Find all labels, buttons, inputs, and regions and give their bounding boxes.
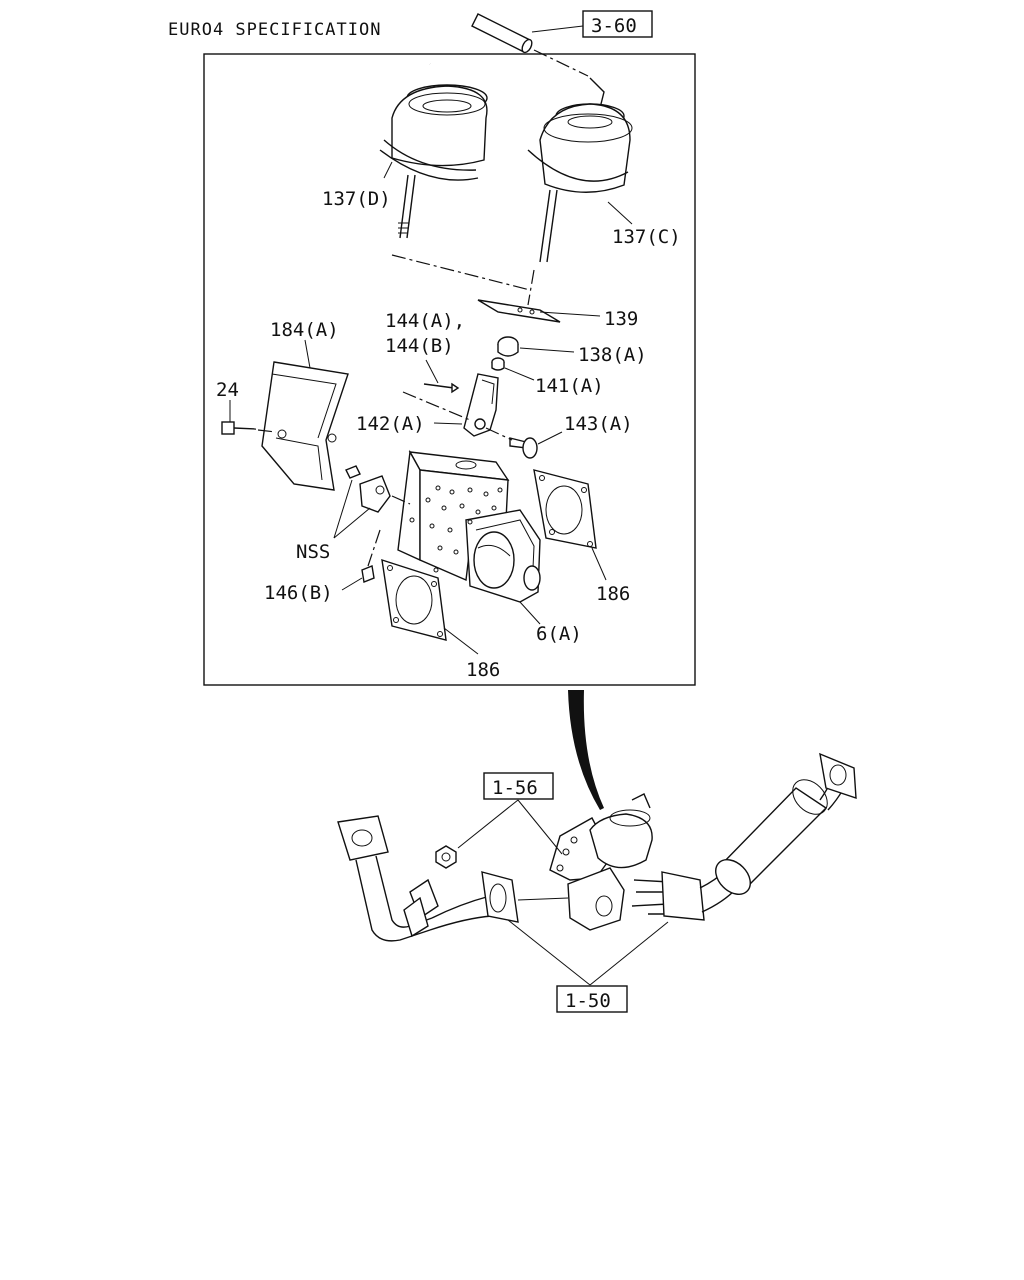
svg-text:3-60: 3-60	[591, 15, 637, 37]
label-141a: 141(A)	[535, 375, 604, 397]
gasket-186-right	[533, 469, 597, 549]
label-186-left: 186	[466, 659, 500, 681]
inset-frame	[203, 53, 696, 686]
svg-text:1-50: 1-50	[565, 990, 611, 1012]
exhaust-assembly	[337, 752, 857, 942]
nss-parts	[345, 465, 391, 513]
nut-141a	[491, 357, 505, 371]
nut-138a	[497, 336, 519, 357]
label-138a: 138(A)	[578, 344, 647, 366]
bolt-24	[221, 421, 257, 435]
lever-142a	[463, 373, 499, 437]
actuator-137c	[527, 77, 633, 263]
label-146b: 146(B)	[264, 582, 333, 604]
heat-shield-184a	[261, 361, 349, 491]
ref-box-3-60[interactable]: 3-60	[582, 10, 653, 38]
gasket-186-left	[381, 558, 447, 641]
label-143a: 143(A)	[564, 413, 633, 435]
ref-box-1-50[interactable]: 1-50	[556, 985, 628, 1013]
label-144a: 144(A),	[385, 310, 465, 332]
actuator-137d	[379, 63, 488, 239]
clip-146b	[361, 565, 375, 583]
label-184a: 184(A)	[270, 319, 339, 341]
ref-box-1-56[interactable]: 1-56	[483, 772, 554, 800]
svg-text:1-56: 1-56	[492, 777, 538, 799]
plate-139	[477, 299, 561, 323]
label-142a: 142(A)	[356, 413, 425, 435]
egr-valve-6a	[397, 449, 541, 603]
label-144b: 144(B)	[385, 335, 454, 357]
label-139: 139	[604, 308, 638, 330]
pin-144	[423, 382, 460, 394]
pin-143a	[509, 437, 538, 459]
pointer-arrow	[568, 690, 604, 810]
label-137d: 137(D)	[322, 188, 391, 210]
label-nss: NSS	[296, 541, 330, 563]
diagram-title: EURO4 SPECIFICATION	[168, 20, 381, 40]
label-186-right: 186	[596, 583, 630, 605]
label-6a: 6(A)	[536, 623, 582, 645]
label-24: 24	[216, 379, 239, 401]
vacuum-hose	[471, 13, 533, 54]
label-137c: 137(C)	[612, 226, 681, 248]
